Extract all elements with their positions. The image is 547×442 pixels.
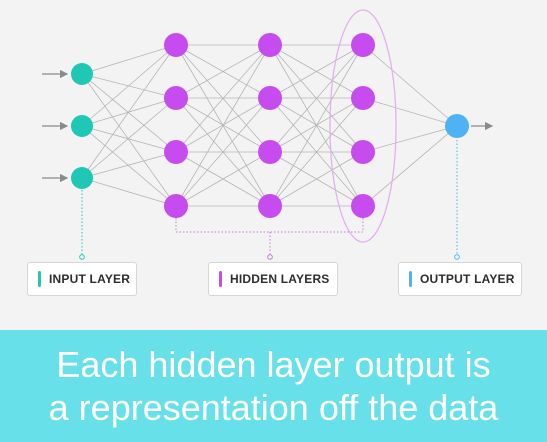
caption-line-2: a representation off the data (48, 387, 499, 428)
edge-l0-n1-to-n0 (81, 44, 177, 127)
edge-l3-n3-to-n0 (362, 125, 458, 207)
edge-l0-n1-to-n3 (81, 125, 177, 207)
hidden-bracket (175, 218, 364, 233)
caption-banner: Each hidden layer output is a representa… (0, 330, 547, 442)
edge-l3-n1-to-n0 (362, 97, 458, 127)
edge-l3-n0-to-n0 (362, 44, 458, 127)
node-layer5-1 (445, 114, 469, 138)
node-layer4-1 (351, 33, 375, 57)
edge-l0-n1-to-n2 (81, 125, 177, 153)
node-layer4-4 (351, 194, 375, 218)
node-layer4-3 (351, 140, 375, 164)
hidden-layers-color-bar (219, 271, 222, 287)
output-layer-text: OUTPUT LAYER (420, 272, 515, 286)
diagram-area: INPUT LAYER HIDDEN LAYERS OUTPUT LAYER (0, 0, 547, 330)
input-layer-label: INPUT LAYER (27, 262, 137, 296)
output-layer-label: OUTPUT LAYER (398, 262, 522, 296)
hidden-layers-label: HIDDEN LAYERS (208, 262, 338, 296)
edge-l1-n3-to-n0 (175, 44, 271, 207)
input-layer-text: INPUT LAYER (49, 272, 131, 286)
edge-l0-n2-to-n3 (81, 177, 177, 207)
input-layer-color-bar (38, 271, 41, 287)
node-layer3-4 (258, 194, 282, 218)
input-connector-dot (79, 254, 85, 260)
node-layer3-3 (258, 140, 282, 164)
node-layer2-4 (164, 194, 188, 218)
edge-l0-n0-to-n0 (81, 44, 177, 75)
node-layer2-2 (164, 86, 188, 110)
node-layer1-3 (71, 167, 93, 189)
node-layer1-2 (71, 115, 93, 137)
edge-l2-n1-to-n0 (269, 44, 364, 99)
edge-l2-n2-to-n0 (269, 44, 364, 153)
edge-l0-n2-to-n2 (81, 151, 177, 179)
edge-l0-n0-to-n3 (81, 73, 177, 207)
output-layer-color-bar (409, 271, 412, 287)
edge-l0-n0-to-n2 (81, 73, 177, 153)
hidden-connector-dot (267, 254, 273, 260)
highlight-ellipse (329, 9, 397, 243)
node-layer4-2 (351, 86, 375, 110)
neural-network-diagram (42, 9, 494, 260)
edge-l0-n2-to-n0 (81, 44, 177, 179)
node-layer2-3 (164, 140, 188, 164)
edge-l1-n3-to-n2 (175, 151, 271, 207)
node-layer2-1 (164, 33, 188, 57)
caption-line-1: Each hidden layer output is (56, 344, 491, 385)
edge-l2-n3-to-n2 (269, 151, 364, 207)
edge-l0-n2-to-n1 (81, 97, 177, 179)
edge-l2-n3-to-n1 (269, 97, 364, 207)
node-layer1-1 (71, 63, 93, 85)
edge-l3-n2-to-n0 (362, 125, 458, 153)
edge-l2-n3-to-n0 (269, 44, 364, 207)
node-layer3-2 (258, 86, 282, 110)
node-layer3-1 (258, 33, 282, 57)
hidden-layers-text: HIDDEN LAYERS (230, 272, 330, 286)
edge-l1-n3-to-n1 (175, 97, 271, 207)
edge-l1-n2-to-n0 (175, 44, 271, 153)
output-connector-dot (454, 254, 460, 260)
edge-l1-n1-to-n0 (175, 44, 271, 99)
